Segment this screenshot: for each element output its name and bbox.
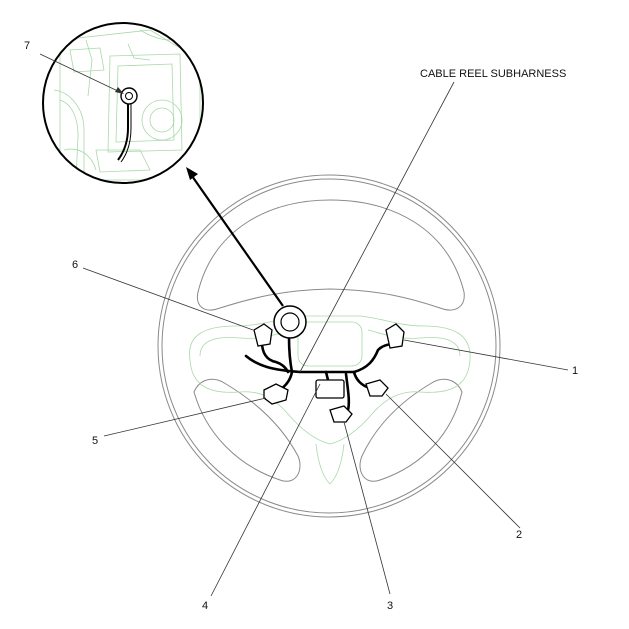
label-cable-reel-subharness: CABLE REEL SUBHARNESS: [420, 68, 566, 80]
hub-ghost-outline: [189, 315, 471, 485]
leader-3: [343, 421, 391, 595]
leader-5: [103, 397, 267, 437]
steering-wheel-rim: [157, 174, 501, 518]
cable-reel-clockspring: [273, 305, 307, 339]
connector-center: [315, 379, 345, 399]
leader-2: [385, 393, 521, 529]
callout-5: 5: [92, 435, 98, 447]
leader-cable-reel: [299, 81, 455, 373]
connector-3: [329, 405, 353, 423]
connector-5: [263, 383, 289, 405]
leader-7: [39, 53, 123, 94]
leader-4: [210, 383, 321, 597]
detail-inset: [42, 22, 204, 184]
detail-arrow: [186, 167, 284, 307]
callout-7: 7: [24, 40, 30, 52]
connector-6: [253, 323, 273, 347]
wheel-openings: [193, 199, 465, 482]
leader-6: [82, 267, 254, 331]
callout-2: 2: [516, 529, 522, 541]
connector-2: [365, 379, 389, 397]
connector-1: [385, 323, 405, 349]
callout-6: 6: [72, 259, 78, 271]
callout-4: 4: [202, 600, 208, 612]
wire-harness: [244, 335, 396, 412]
callout-3: 3: [387, 600, 393, 612]
callout-1: 1: [572, 365, 578, 377]
leader-lines: [39, 53, 569, 597]
leader-1: [403, 339, 569, 371]
